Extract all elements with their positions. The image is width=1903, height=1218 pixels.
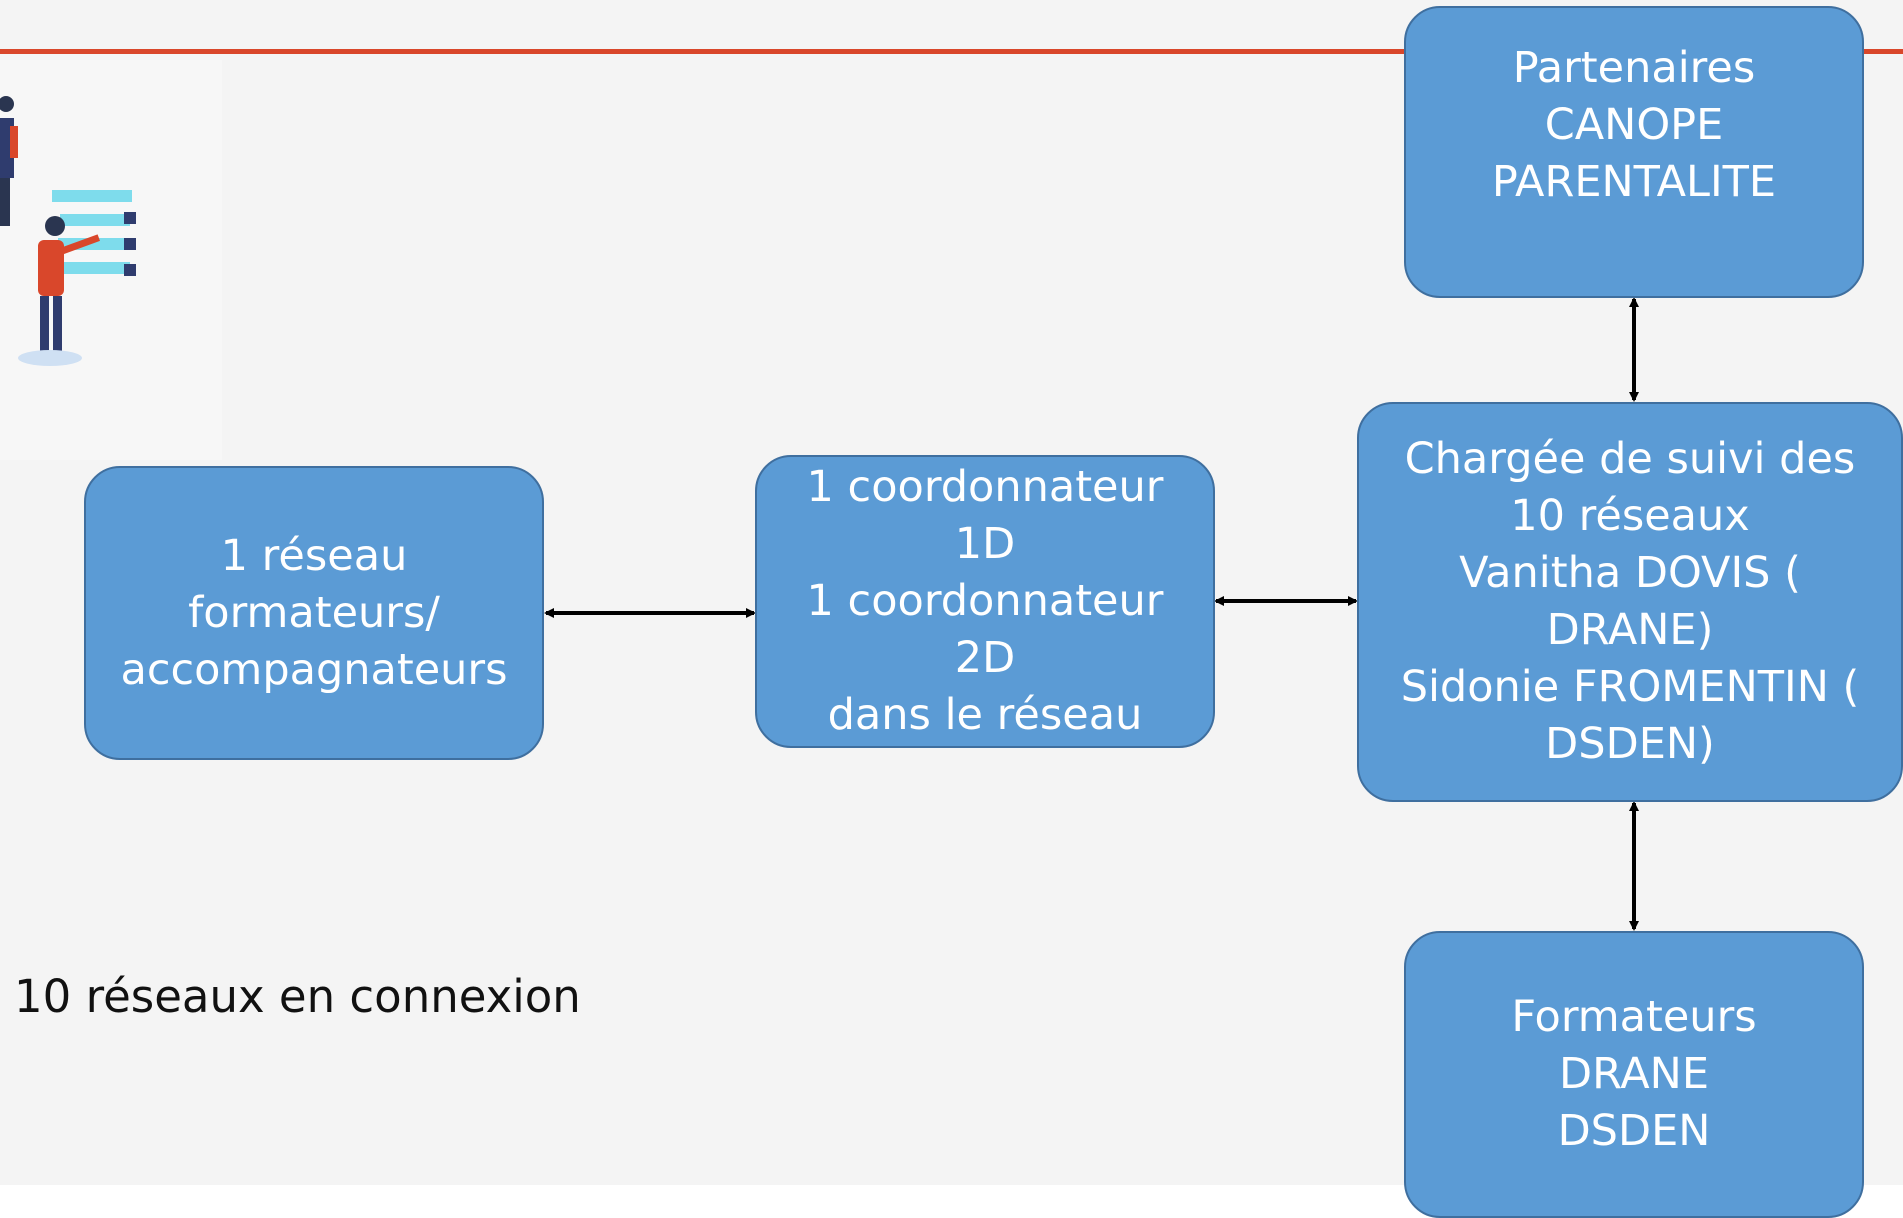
box-coordonnateur-line: 1D xyxy=(954,519,1016,569)
box-chargee-line: 10 réseaux xyxy=(1510,491,1750,541)
title-rule xyxy=(0,49,1903,54)
box-partenaires: Partenaires CANOPE PARENTALITE xyxy=(1404,6,1864,298)
box-coordonnateur-line: 1 coordonnateur xyxy=(806,462,1164,512)
box-chargee-line: Chargée de suivi des xyxy=(1404,434,1856,484)
box-coordonnateur-line: 2D xyxy=(954,633,1016,683)
box-coordonnateur-line: 1 coordonnateur xyxy=(806,576,1164,626)
box-formateurs: Formateurs DRANE DSDEN xyxy=(1404,931,1864,1218)
box-chargee-line: Sidonie FROMENTIN ( xyxy=(1400,662,1860,712)
box-reseau-line: formateurs/ xyxy=(188,587,440,638)
box-chargee-line: DSDEN) xyxy=(1545,719,1715,769)
box-partenaires-line: Partenaires xyxy=(1512,43,1756,93)
caption-reseaux-connexion: 10 réseaux en connexion xyxy=(14,970,581,1023)
people-checklist-illustration xyxy=(0,60,222,460)
box-reseau: 1 réseau formateurs/ accompagnateurs xyxy=(84,466,544,760)
box-chargee-line: DRANE) xyxy=(1546,605,1714,655)
box-coordonnateur-line: dans le réseau xyxy=(827,690,1143,740)
box-chargee-line: Vanitha DOVIS ( xyxy=(1459,548,1801,598)
box-formateurs-line: DRANE xyxy=(1559,1049,1709,1099)
box-formateurs-line: DSDEN xyxy=(1557,1106,1711,1156)
box-partenaires-line: CANOPE xyxy=(1544,100,1724,150)
box-chargee-de-suivi: Chargée de suivi des 10 réseaux Vanitha … xyxy=(1357,402,1903,802)
box-reseau-line: accompagnateurs xyxy=(120,644,508,695)
box-formateurs-line: Formateurs xyxy=(1511,992,1757,1042)
box-reseau-line: 1 réseau xyxy=(220,530,408,581)
box-coordonnateur: 1 coordonnateur 1D 1 coordonnateur 2D da… xyxy=(755,455,1215,748)
box-partenaires-line: PARENTALITE xyxy=(1491,157,1777,207)
